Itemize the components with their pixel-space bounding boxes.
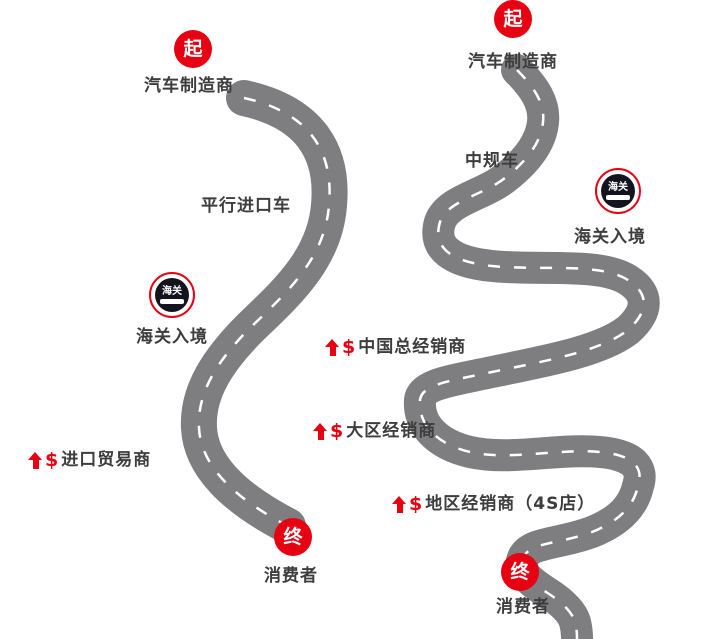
right-step-label-local-4s: 地区经销商（4S店） [425, 494, 596, 514]
right-end-badge-text: 终 [510, 560, 530, 583]
customs-seal-icon-right: 海关 [595, 168, 641, 214]
right-step-label-regional: 大区经销商 [346, 421, 437, 441]
left-step-label: 进口贸易商 [61, 450, 152, 470]
customs-seal-core: 海关 [601, 174, 635, 208]
dollar-sign: $ [409, 492, 423, 515]
dollar-sign: $ [342, 335, 356, 358]
left-route-start-badge: 起 [174, 30, 212, 68]
left-route-name-label: 平行进口车 [201, 196, 291, 216]
right-route-end-badge: 终 [501, 553, 539, 591]
left-road [180, 80, 348, 544]
customs-seal-core: 海关 [155, 278, 189, 312]
dollar-sign: $ [45, 448, 59, 471]
customs-seal-text: 海关 [608, 181, 628, 193]
left-markup-step-trader: $ 进口贸易商 [28, 450, 151, 470]
customs-seal-text: 海关 [162, 285, 182, 297]
price-up-arrow-icon [392, 495, 407, 513]
right-step-label-national: 中国总经销商 [358, 337, 467, 357]
price-up-arrow-icon [28, 451, 43, 469]
left-start-badge-text: 起 [183, 37, 203, 60]
price-up-arrow-icon [325, 338, 340, 356]
right-route-start-label: 汽车制造商 [468, 52, 558, 72]
left-route-start-label: 汽车制造商 [144, 76, 234, 96]
right-markup-step-local-4s: $ 地区经销商（4S店） [392, 494, 595, 514]
customs-seal-band [606, 194, 630, 200]
right-markup-step-regional: $ 大区经销商 [313, 421, 436, 441]
dollar-sign: $ [330, 419, 344, 442]
right-customs-label: 海关入境 [574, 227, 646, 247]
left-route-end-badge: 终 [274, 518, 312, 556]
right-markup-step-national: $ 中国总经销商 [325, 337, 466, 357]
price-up-arrow-icon [313, 422, 328, 440]
left-end-badge-text: 终 [283, 525, 303, 548]
customs-seal-icon-left: 海关 [149, 272, 195, 318]
right-route-end-label: 消费者 [496, 597, 550, 617]
customs-seal-band [160, 298, 184, 304]
left-route-end-label: 消费者 [264, 566, 318, 586]
right-route-name-label: 中规车 [465, 151, 519, 171]
right-start-badge-text: 起 [503, 7, 523, 30]
left-customs-label: 海关入境 [136, 327, 208, 347]
right-route-start-badge: 起 [494, 0, 532, 38]
